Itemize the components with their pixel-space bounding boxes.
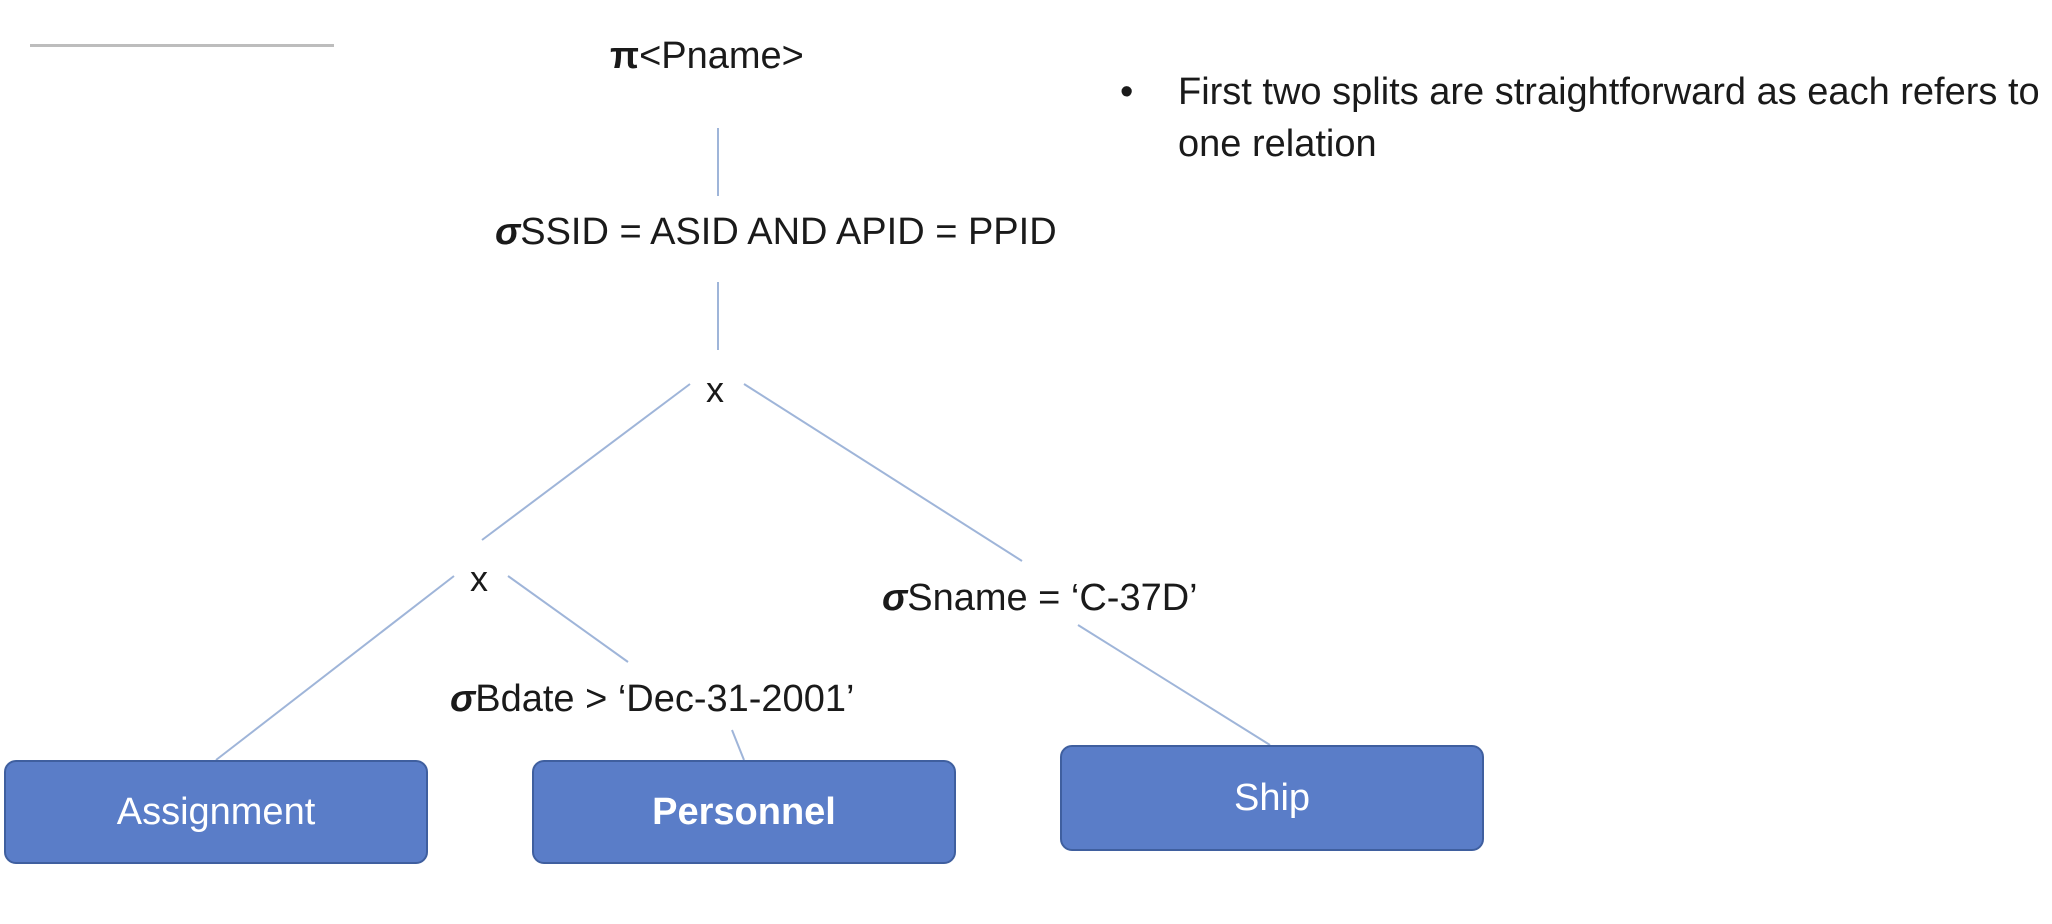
relation-ship: Ship xyxy=(1060,745,1484,851)
lower-product-node: x xyxy=(470,558,488,599)
top-rule xyxy=(30,44,334,47)
ship-selection-symbol: σ xyxy=(882,577,908,619)
bullet-marker: • xyxy=(1120,71,1134,113)
edge-lower-product-to-assignment xyxy=(215,575,455,761)
notes-item-text: First two splits are straightforward as … xyxy=(1178,71,2040,165)
relation-personnel-label: Personnel xyxy=(652,790,836,833)
relation-ship-label: Ship xyxy=(1233,776,1311,819)
projection-symbol: π xyxy=(610,35,640,77)
relation-assignment: Assignment xyxy=(4,760,428,864)
join-selection-symbol: σ xyxy=(495,211,521,253)
join-selection-condition: SSID = ASID AND APID = PPID xyxy=(520,211,1057,253)
edge-bdate-selection-to-personnel xyxy=(731,729,745,761)
relation-personnel: Personnel xyxy=(532,760,956,864)
projection-node: π<Pname> xyxy=(610,37,804,75)
notes-item: • First two splits are straightforward a… xyxy=(1120,66,2040,170)
edge-top-product-to-ship-selection xyxy=(743,383,1023,562)
bdate-selection-condition: Bdate > ‘Dec-31-2001’ xyxy=(475,678,855,720)
relation-assignment-label: Assignment xyxy=(116,790,316,833)
ship-selection-condition: Sname = ‘C-37D’ xyxy=(907,577,1198,619)
edge-ship-selection-to-ship xyxy=(1077,624,1271,746)
bdate-selection-symbol: σ xyxy=(450,678,476,720)
bdate-selection-node: σBdate > ‘Dec-31-2001’ xyxy=(450,680,854,718)
ship-selection-node: σSname = ‘C-37D’ xyxy=(882,579,1198,617)
top-product-node: x xyxy=(706,369,724,410)
edge-lower-product-to-bdate-selection xyxy=(507,575,629,663)
notes-list: • First two splits are straightforward a… xyxy=(1120,66,2040,170)
edge-top-product-to-lower-product xyxy=(481,383,691,541)
join-selection-node: σSSID = ASID AND APID = PPID xyxy=(495,213,1057,251)
projection-attributes: <Pname> xyxy=(639,35,804,77)
